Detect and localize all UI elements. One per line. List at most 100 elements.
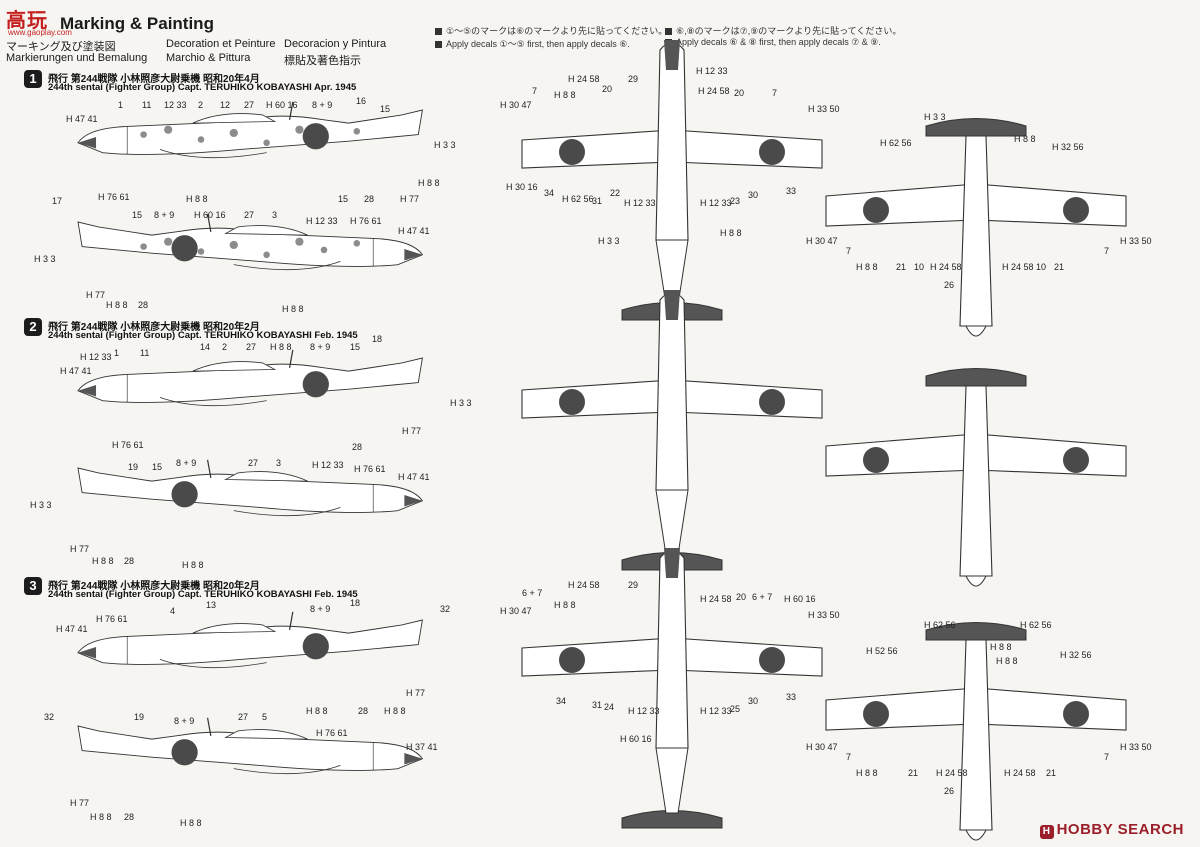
callout: 8 + 9 — [154, 210, 175, 220]
callout: 24 — [604, 702, 615, 712]
aircraft-1a-side — [77, 101, 424, 159]
callout: H 12 33 — [700, 198, 732, 208]
aircraft-3b-side — [78, 718, 422, 774]
callout: 7 — [772, 88, 778, 98]
callout: 12 33 — [164, 100, 187, 110]
callout: H 76 61 — [96, 614, 128, 624]
callout: 32 — [440, 604, 451, 614]
callout: 3 — [272, 210, 278, 220]
callout: H 12 33 — [306, 216, 338, 226]
callout: 28 — [124, 556, 135, 566]
callout: 27 — [238, 712, 249, 722]
callout: 16 — [356, 96, 367, 106]
section-3-number: 3 — [24, 577, 42, 595]
callout: 6 + 7 — [752, 592, 773, 602]
callout: H 8 8 — [418, 178, 440, 188]
callout: 31 — [592, 196, 603, 206]
callout: H 12 33 — [312, 460, 344, 470]
callout: 30 — [748, 190, 759, 200]
callout: H 8 8 — [990, 642, 1012, 652]
callout: H 3 3 — [450, 398, 472, 408]
callout: H 12 33 — [628, 706, 660, 716]
callout: H 24 58 — [930, 262, 962, 272]
callout: H 30 47 — [500, 100, 532, 110]
callout: H 33 50 — [808, 610, 840, 620]
callout: H 8 8 — [180, 818, 202, 828]
callout: 21 — [1046, 768, 1057, 778]
callout: H 12 33 — [624, 198, 656, 208]
section-3-title-ja: 飛行 第244戦隊 小林照彦大尉乗機 昭和20年2月 — [48, 581, 260, 592]
callout: H 76 61 — [354, 464, 386, 474]
callout: H 8 8 — [92, 556, 114, 566]
callout: 7 — [846, 246, 852, 256]
callout: H 60 16 — [266, 100, 298, 110]
aircraft-1-top-view — [521, 39, 823, 321]
callout: H 76 61 — [350, 216, 382, 226]
callout: H 62 56 — [1020, 620, 1052, 630]
callout: 28 — [124, 812, 135, 822]
callout: H 76 61 — [112, 440, 144, 450]
callout: 3 — [276, 458, 282, 468]
callout: H 32 56 — [1052, 142, 1084, 152]
callout: 1 — [114, 348, 120, 358]
callout: 19 — [128, 462, 139, 472]
callout: 13 — [206, 600, 217, 610]
aircraft-2a-side — [77, 349, 424, 407]
callout: H 24 58 — [568, 74, 600, 84]
callout: 33 — [786, 692, 797, 702]
callout: 15 — [132, 210, 143, 220]
section-1-title-en: 244th sentai (Fighter Group) Capt. TERUH… — [48, 82, 357, 93]
callout: 8 + 9 — [174, 716, 195, 726]
callout: H 52 56 — [866, 646, 898, 656]
section-1-number: 1 — [24, 70, 42, 88]
callout: H 24 58 — [698, 86, 730, 96]
header-zh: 標貼及著色指示 — [284, 55, 361, 67]
callout: H 30 16 — [506, 182, 538, 192]
callout: H 33 50 — [1120, 236, 1152, 246]
callout: 31 — [592, 700, 603, 710]
header-it: Marchio & Pittura — [166, 52, 251, 64]
callout: H 30 47 — [806, 236, 838, 246]
aircraft-2b-side — [78, 460, 422, 516]
callout: 26 — [944, 786, 955, 796]
callout: 18 — [350, 598, 361, 608]
callout: H 3 3 — [434, 140, 456, 150]
callout: H 24 58 — [700, 594, 732, 604]
callout: H 8 8 — [384, 706, 406, 716]
callout: H 12 33 — [700, 706, 732, 716]
callout: H 8 8 — [856, 768, 878, 778]
callout: 7 — [532, 86, 538, 96]
callout: 15 — [380, 104, 391, 114]
callout: 8 + 9 — [310, 342, 331, 352]
callout: 11 — [140, 348, 150, 358]
callout: 8 + 9 — [176, 458, 197, 468]
callout: 22 — [610, 188, 621, 198]
callout: H 24 58 — [568, 580, 600, 590]
callout: 7 — [1104, 246, 1110, 256]
callout: 27 — [244, 100, 255, 110]
callout: 27 — [248, 458, 259, 468]
callout: 25 — [730, 704, 741, 714]
callout: H 77 — [406, 688, 426, 698]
callout: H 47 41 — [398, 226, 430, 236]
page-title: Marking & Painting — [60, 14, 214, 33]
callout: H 77 — [402, 426, 422, 436]
callout: H 8 8 — [306, 706, 328, 716]
callout: 4 — [170, 606, 176, 616]
callout: 14 — [200, 342, 211, 352]
aircraft-2-top-view — [521, 289, 823, 571]
callout: 7 — [1104, 752, 1110, 762]
callout: H 24 58 — [936, 768, 968, 778]
instruction-left-en: Apply decals ①～⑤ first, then apply decal… — [435, 37, 630, 50]
callout: 8 + 9 — [312, 100, 333, 110]
section-2-title-en: 244th sentai (Fighter Group) Capt. TERUH… — [48, 330, 358, 341]
callout: H 62 56 — [924, 620, 956, 630]
callout: H 37 41 — [406, 742, 438, 752]
section-1-title-ja: 飛行 第244戦隊 小林照彦大尉乗機 昭和20年4月 — [48, 74, 260, 85]
watermark-url: www.gaoplay.com — [8, 28, 72, 37]
callout: 29 — [628, 580, 639, 590]
callout: 19 — [134, 712, 145, 722]
callout: 28 — [358, 706, 369, 716]
